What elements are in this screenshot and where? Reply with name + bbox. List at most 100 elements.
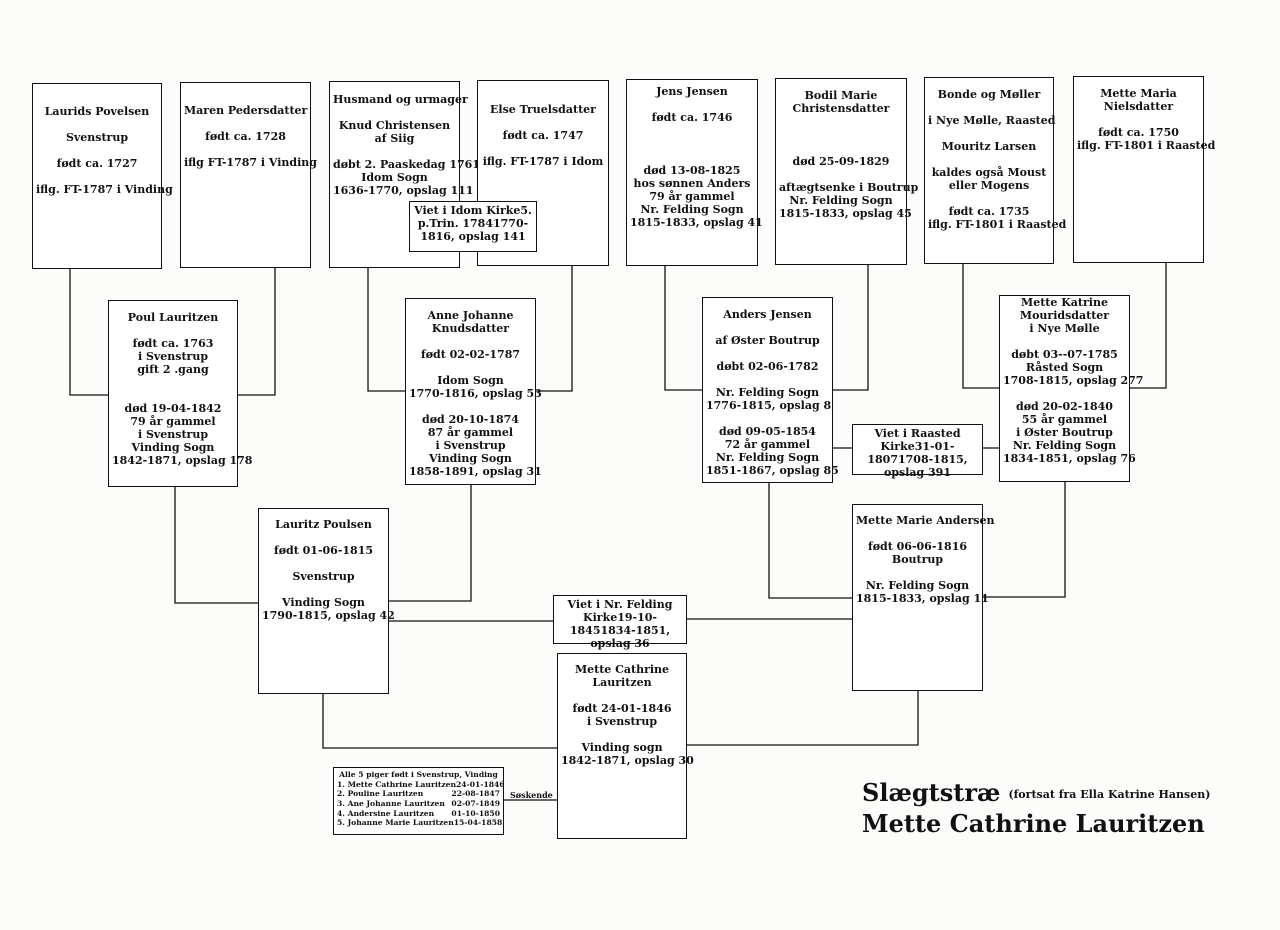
line-gap	[112, 377, 234, 390]
title-main: Slægtstræ	[862, 778, 1001, 807]
text-line: Svenstrup	[65, 130, 129, 144]
line-gap	[409, 336, 532, 349]
text-line: Vinding Sogn	[282, 595, 365, 609]
text-line: Bodil Marie	[804, 89, 878, 102]
marriage-nr-felding-kirke[interactable]: Viet i Nr. Felding Kirke19-10-18451834-1…	[553, 595, 687, 650]
text-line: døbt 2. Paaskedag 1761	[333, 157, 480, 171]
line-gap	[409, 362, 532, 375]
text-line: Mouridsdatter	[1019, 308, 1110, 322]
text-line: i Svenstrup	[586, 714, 658, 728]
text-line: Boutrup	[891, 552, 944, 566]
text-line: 1708-1815, opslag 391	[883, 452, 968, 479]
text-line: født ca. 1746	[651, 110, 733, 124]
text-line: Nr. Felding Sogn	[789, 193, 893, 207]
line-gap	[928, 193, 1050, 206]
title-person-name: Mette Cathrine Lauritzen	[862, 809, 1205, 838]
line-gap	[561, 729, 683, 742]
text-line: 31-01-1807	[867, 439, 955, 466]
text-line: Idom Sogn	[437, 373, 504, 387]
text-line: død 13-08-1825	[643, 163, 741, 177]
text-line: Bonde og Møller	[937, 88, 1041, 101]
text-line: 1834-1851, opslag 36	[590, 623, 671, 650]
line-gap	[779, 169, 903, 182]
text-line: Else Truelsdatter	[490, 103, 596, 116]
text-line: i Nye Mølle, Raasted	[928, 113, 1056, 127]
line-gap	[36, 145, 158, 158]
text-line: af Siig	[374, 131, 415, 145]
line-gap	[928, 128, 1050, 141]
text-line: i Nye Mølle	[1029, 321, 1100, 335]
text-line: Mette Maria	[1100, 87, 1177, 100]
text-line: 1770-1816, opslag 141	[420, 216, 529, 243]
text-line: født 24-01-1846	[572, 701, 672, 715]
text-line: Laurids Povelsen	[44, 105, 150, 118]
text-line: 79 år gammel	[130, 414, 216, 428]
text-line: Nr. Felding Sogn	[865, 578, 970, 592]
text-line: Knud Christensen	[338, 118, 451, 132]
text-line: døbt 03--07-1785	[1011, 347, 1118, 361]
text-line: Mette Cathrine	[574, 663, 670, 676]
text-line: Råsted Sogn	[1025, 360, 1104, 374]
text-line: Husmand og urmager	[333, 93, 468, 106]
text-line: født 02-02-1787	[420, 347, 521, 361]
text-line: 87 år gammel	[427, 425, 514, 439]
text-line: 55 år gammel	[1021, 412, 1108, 426]
page-title: Slægtstræ(fortsat fra Ella Katrine Hanse…	[862, 778, 1210, 807]
text-line: kaldes også Moust	[931, 165, 1047, 179]
text-line: 1776-1815, opslag 8	[706, 398, 832, 412]
text-line: hos sønnen Anders	[633, 176, 751, 190]
text-line: Svenstrup	[292, 569, 355, 583]
text-line: Anne Johanne	[427, 309, 514, 322]
text-line: iflg FT-1787 i Vinding	[184, 155, 317, 169]
text-line: død 19-04-1842	[124, 401, 222, 415]
text-line: Mette Katrine	[1021, 296, 1108, 309]
line-gap	[1077, 114, 1200, 127]
text-line: Viet i Nr. Felding Kirke	[567, 598, 673, 624]
text-line: Jens Jensen	[656, 85, 728, 98]
text-line: 1636-1770, opslag 111	[333, 183, 474, 197]
text-line: Vinding Sogn	[429, 451, 512, 465]
text-line: 5. p.Trin. 1784	[417, 204, 532, 230]
text-line: iflg. FT-1801 i Raasted	[928, 217, 1067, 231]
text-line: 19-10-1845	[569, 610, 657, 637]
text-line: død 20-10-1874	[422, 412, 519, 426]
line-gap	[706, 348, 829, 361]
line-gap	[1003, 336, 1126, 349]
text-line: i Svenstrup	[137, 427, 209, 441]
text-line: død 20-02-1840	[1016, 399, 1113, 413]
text-line: i Svenstrup	[435, 438, 506, 452]
text-line: født ca. 1728	[205, 129, 286, 143]
line-gap	[409, 401, 532, 414]
text-line: født ca. 1735	[948, 204, 1030, 218]
text-line: 1815-1833, opslag 41	[630, 215, 763, 229]
marriage-idom-kirke[interactable]: Viet i Idom Kirke5. p.Trin. 17841770-181…	[409, 201, 537, 252]
line-gap	[706, 413, 829, 426]
text-line: Lauritz Poulsen	[275, 518, 372, 531]
text-line: 1858-1891, opslag 31	[409, 464, 542, 478]
text-line: Poul Lauritzen	[127, 311, 219, 324]
marriage-raasted-kirke[interactable]: Viet i Raasted Kirke31-01-18071708-1815,…	[852, 424, 983, 479]
text-line: Mette Marie Andersen	[856, 514, 995, 527]
siblings-list: Alle 5 piger født i Svenstrup, Vinding 1…	[333, 767, 505, 835]
text-line: Mouritz Larsen	[941, 139, 1037, 153]
text-line: 1790-1815, opslag 42	[262, 608, 395, 622]
line-gap	[561, 690, 683, 703]
text-line: eller Mogens	[948, 178, 1030, 192]
